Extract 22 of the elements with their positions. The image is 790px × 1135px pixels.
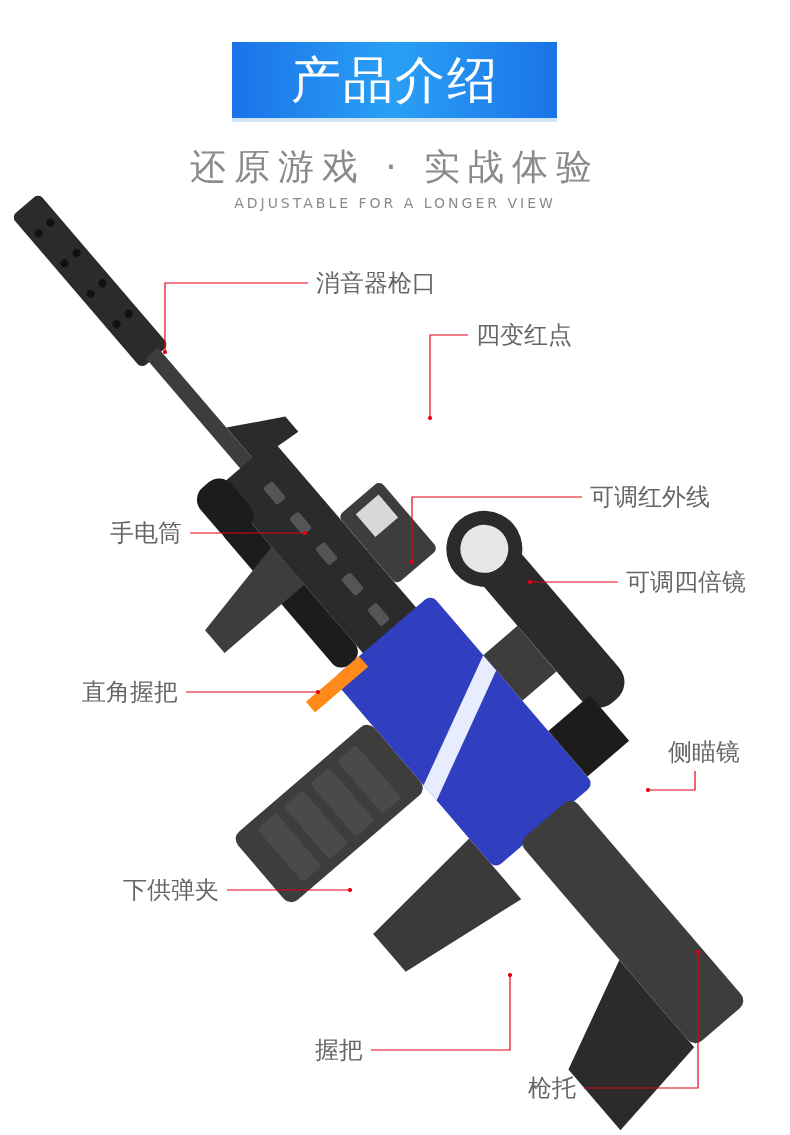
callout-label: 下供弹夹	[123, 875, 219, 905]
callout-label: 侧瞄镜	[668, 737, 740, 767]
leader-line	[645, 770, 696, 793]
leader-line	[583, 949, 701, 1089]
callout-label: 可调红外线	[590, 482, 710, 512]
callout-label: 手电筒	[110, 518, 182, 548]
callout-label: 握把	[315, 1035, 363, 1065]
leader-line	[370, 972, 513, 1051]
english-subtitle: ADJUSTABLE FOR A LONGER VIEW	[233, 195, 557, 211]
callout-label: 消音器枪口	[316, 268, 436, 298]
callout-label: 四变红点	[476, 320, 572, 350]
callout-label: 直角握把	[82, 677, 178, 707]
leader-line	[162, 282, 309, 355]
leader-line	[427, 334, 469, 421]
subtitle: 还原游戏 · 实战体验	[188, 145, 602, 189]
leader-line	[226, 887, 353, 893]
leader-line	[409, 496, 583, 565]
leader-line	[527, 579, 619, 585]
callout-label: 枪托	[528, 1073, 576, 1103]
leader-line	[185, 689, 321, 695]
leader-line	[189, 530, 308, 536]
callout-label: 可调四倍镜	[626, 567, 746, 597]
